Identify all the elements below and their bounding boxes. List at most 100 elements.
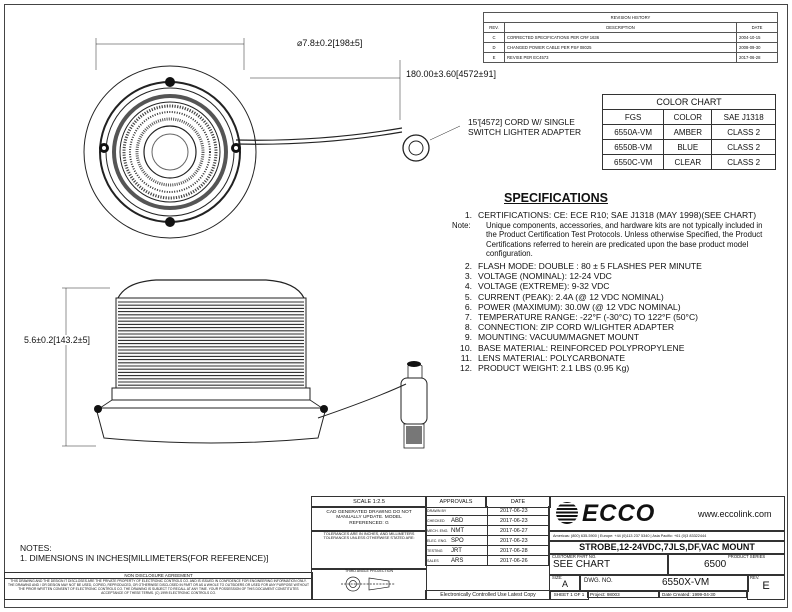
spec-text: MOUNTING: VACUUM/MAGNET MOUNT: [478, 332, 640, 343]
date-created-label: Date Created:: [662, 592, 691, 597]
cad-note: CAD GENERATED DRAWING DO NOT MANUALLY UP…: [326, 510, 412, 526]
product-series-label: PRODUCT SERIES: [728, 554, 766, 559]
brand-box: ECCO www.eccolink.com: [549, 496, 785, 532]
spec-text: VOLTAGE (EXTREME): 9-32 VDC: [478, 281, 610, 292]
customer-part-label: CUSTOMER PART NO.: [552, 554, 597, 559]
projection-box: THIRD ANGLE PROJECTION: [311, 568, 427, 600]
spec-item: 3.VOLTAGE (NOMINAL): 12-24 VDC: [446, 271, 768, 281]
spec-item: 5.CURRENT (PEAK): 2.4A (@ 12 VDC NOMINAL…: [446, 292, 768, 302]
rev-cell: C: [483, 32, 505, 43]
spec-text: FLASH MODE: DOUBLE : 80 ± 5 FLASHES PER …: [478, 261, 702, 272]
spec-text: CONNECTION: ZIP CORD W/LIGHTER ADAPTER: [478, 322, 675, 333]
description-cell: CHANGED POWER CABLE PER PS# 08025: [504, 42, 737, 53]
color-chart-row: 6550A-VM AMBER CLASS 2: [601, 124, 776, 140]
cord-note-line1: 15'[4572] CORD W/ SINGLE: [468, 117, 575, 127]
date-header: DATE: [736, 22, 778, 33]
class-cell: CLASS 2: [711, 154, 776, 170]
cad-note-box: CAD GENERATED DRAWING DO NOT MANUALLY UP…: [311, 506, 427, 532]
third-angle-label: THIRD ANGLE PROJECTION: [344, 569, 394, 573]
approval-role: DRAWN BY: [427, 509, 447, 513]
scale-label: SCALE 1:2.5: [311, 496, 427, 508]
spec-text: POWER (MAXIMUM): 30.0W (@ 12 VDC NOMINAL…: [478, 301, 681, 312]
revision-history-title: REVISION HISTORY: [483, 12, 778, 23]
description-cell: REVISE PER EC4573: [504, 52, 737, 63]
notes-title: NOTES:: [20, 543, 52, 553]
project-label: Project:: [590, 592, 606, 597]
approval-date: 2017-06-27: [500, 528, 528, 534]
approval-date: 2017-06-23: [500, 538, 528, 544]
approval-date: 2017-06-26: [500, 558, 528, 564]
note-label: Note:: [452, 221, 471, 231]
rev-label: REV.: [750, 575, 760, 580]
class-cell: CLASS 2: [711, 139, 776, 155]
color-chart-title: COLOR CHART: [602, 94, 776, 110]
date-cell: 2004-10-15: [736, 32, 778, 43]
revision-row: D CHANGED POWER CABLE PER PS# 08025 2008…: [483, 42, 778, 53]
spec-items: 2. FLASH MODE: DOUBLE : 80 ± 5 FLASHES PE…: [446, 261, 768, 373]
specifications-list: 1. CERTIFICATIONS: CE: ECE R10; SAE J131…: [446, 210, 768, 373]
spec-note: Note: Unique components, accessories, an…: [446, 221, 768, 258]
tolerance-box: TOLERANCES ARE IN INCHES, AND MILLIMETER…: [311, 530, 427, 570]
contacts-box: Americas: (800) 635-5900 | Europe: +44 (…: [549, 530, 785, 542]
fgs-cell: 6550C-VM: [601, 154, 665, 170]
product-series-box: PRODUCT SERIES 6500: [667, 553, 785, 576]
nda-text: THIS DRAWING AND THE DESIGN IT DISCLOSES…: [8, 579, 309, 595]
spec-number: 9.: [464, 332, 472, 343]
approval-initials: NMT: [451, 526, 488, 535]
drawing-frame: [4, 4, 788, 608]
rev-header: REV.: [483, 22, 505, 33]
rev-value: E: [762, 580, 770, 592]
spec-item: 12.PRODUCT WEIGHT: 2.1 LBS (0.95 Kg): [446, 363, 768, 373]
specifications-title: SPECIFICATIONS: [504, 191, 608, 205]
approval-role: ELEC. ENG.: [427, 539, 448, 543]
spec-number: 4.: [464, 281, 472, 292]
sae-header: SAE J1318: [711, 109, 776, 125]
spec-number: 2.: [464, 261, 472, 272]
spec-number: 8.: [464, 322, 472, 333]
spec-number: 3.: [464, 271, 472, 282]
sheet-box: SHEET 1 OF 1: [549, 590, 589, 600]
spec-number: 6.: [464, 301, 472, 312]
footer-copy: Electronically Controlled Use Latest Cop…: [440, 592, 536, 598]
approval-date: 2017-06-23: [500, 518, 528, 524]
spec-item: 11.LENS MATERIAL: POLYCARBONATE: [446, 353, 768, 363]
project-value: 98003: [606, 592, 620, 597]
date-created-box: Date Created: 1999-04-30: [659, 590, 747, 598]
third-angle-projection-icon: [341, 576, 395, 592]
product-series: 6500: [704, 559, 727, 570]
spec-item: 6. POWER (MAXIMUM): 30.0W (@ 12 VDC NOMIN…: [446, 302, 768, 312]
diameter-dimension: ⌀7.8±0.2[198±5]: [297, 38, 363, 48]
approval-role: MECH. ENG.: [427, 529, 449, 533]
approval-role: CHECKED: [427, 519, 445, 523]
cord-note-line2: SWITCH LIGHTER ADAPTER: [468, 127, 582, 137]
approval-initials: JRT: [451, 546, 488, 555]
approvals-header: APPROVALS: [425, 496, 487, 508]
tolerance-note: TOLERANCES ARE IN INCHES, AND MILLIMETER…: [323, 532, 415, 541]
color-chart-row: 6550B-VM BLUE CLASS 2: [601, 139, 776, 155]
dwg-number: 6550X-VM: [662, 577, 710, 588]
title-block: SCALE 1:2.5 APPROVALS DATE CAD GENERATED…: [4, 496, 786, 606]
spec-number: 10.: [460, 342, 472, 353]
spec-item: 1. CERTIFICATIONS: CE: ECE R10; SAE J131…: [446, 210, 768, 220]
project-box: Project: 98003: [587, 590, 659, 598]
spec-text: CERTIFICATIONS: CE: ECE R10; SAE J1318 (…: [478, 210, 757, 220]
nda-box: NON DISCLOSURE AGREEMENT THIS DRAWING AN…: [4, 572, 313, 600]
spec-item: 9. MOUNTING: VACUUM/MAGNET MOUNT: [446, 332, 768, 342]
spec-text: CURRENT (PEAK): 2.4A (@ 12 VDC NOMINAL): [478, 291, 664, 302]
color-cell: AMBER: [663, 124, 713, 140]
rev-cell: D: [483, 42, 505, 53]
sheet: SHEET 1 OF 1: [553, 592, 585, 597]
class-cell: CLASS 2: [711, 124, 776, 140]
dwg-box: DWG. NO. 6550X-VM: [579, 574, 749, 592]
website: www.eccolink.com: [698, 509, 772, 519]
spec-number: 11.: [460, 352, 472, 363]
date-header-text: DATE: [510, 499, 526, 505]
size-label: SIZE:: [552, 575, 563, 580]
spec-text: BASE MATERIAL: REINFORCED POLYPROPYLENE: [478, 342, 685, 353]
approval-initials: [451, 506, 488, 515]
fgs-header: FGS: [601, 109, 665, 125]
approval-date: 2017-06-23: [500, 508, 528, 514]
spec-text: PRODUCT WEIGHT: 2.1 LBS (0.95 Kg): [478, 363, 630, 374]
